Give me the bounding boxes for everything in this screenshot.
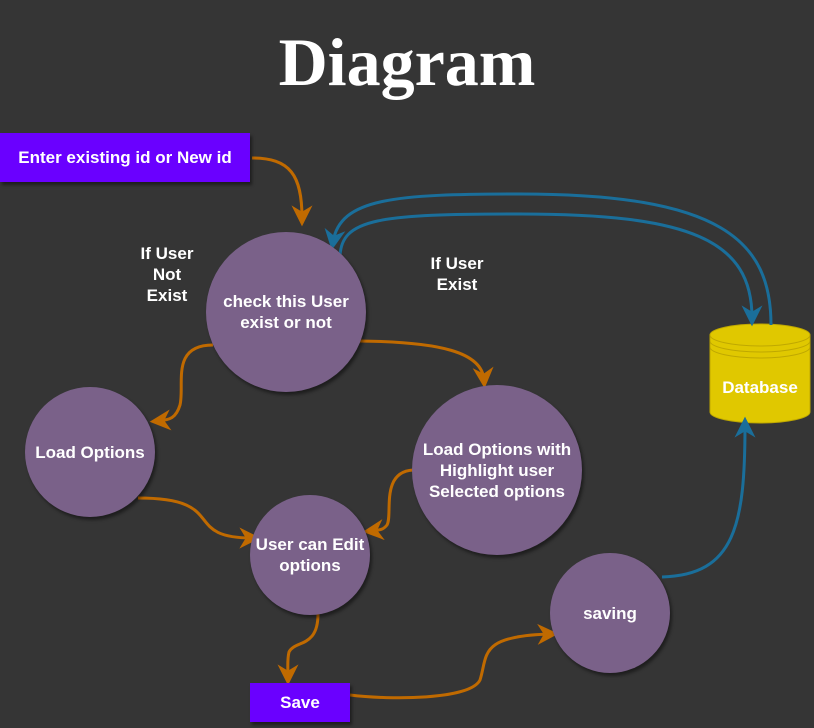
arrow-check-to-load-highlight bbox=[359, 339, 494, 389]
saving-node: saving bbox=[550, 553, 670, 673]
label-if-user-exist: If User Exist bbox=[430, 254, 484, 294]
arrow-save-to-saving bbox=[349, 623, 559, 700]
arrow-edit-to-save bbox=[277, 613, 320, 686]
user-edit-node: User can Edit options bbox=[250, 495, 370, 615]
load-highlight-node: Load Options with Highlight user Selecte… bbox=[412, 385, 582, 555]
arrow-check-to-database bbox=[338, 212, 763, 327]
save-box: Save bbox=[250, 683, 350, 722]
check-user-node: check this User exist or not bbox=[206, 232, 366, 392]
arrow-database-to-check bbox=[324, 192, 773, 326]
arrow-saving-to-database bbox=[661, 416, 756, 579]
arrow-enter-to-check bbox=[251, 156, 313, 227]
enter-id-box: Enter existing id or New id bbox=[0, 133, 250, 182]
database-label: Database bbox=[722, 378, 798, 397]
database-cylinder bbox=[709, 323, 811, 424]
arrow-load-options-to-edit bbox=[137, 496, 261, 549]
arrow-check-to-load-options bbox=[149, 343, 214, 431]
arrow-highlight-to-edit bbox=[362, 468, 414, 541]
load-options-node: Load Options bbox=[25, 387, 155, 517]
diagram-title: Diagram bbox=[278, 24, 536, 100]
label-if-user-not-exist: If User Not Exist bbox=[140, 244, 194, 305]
